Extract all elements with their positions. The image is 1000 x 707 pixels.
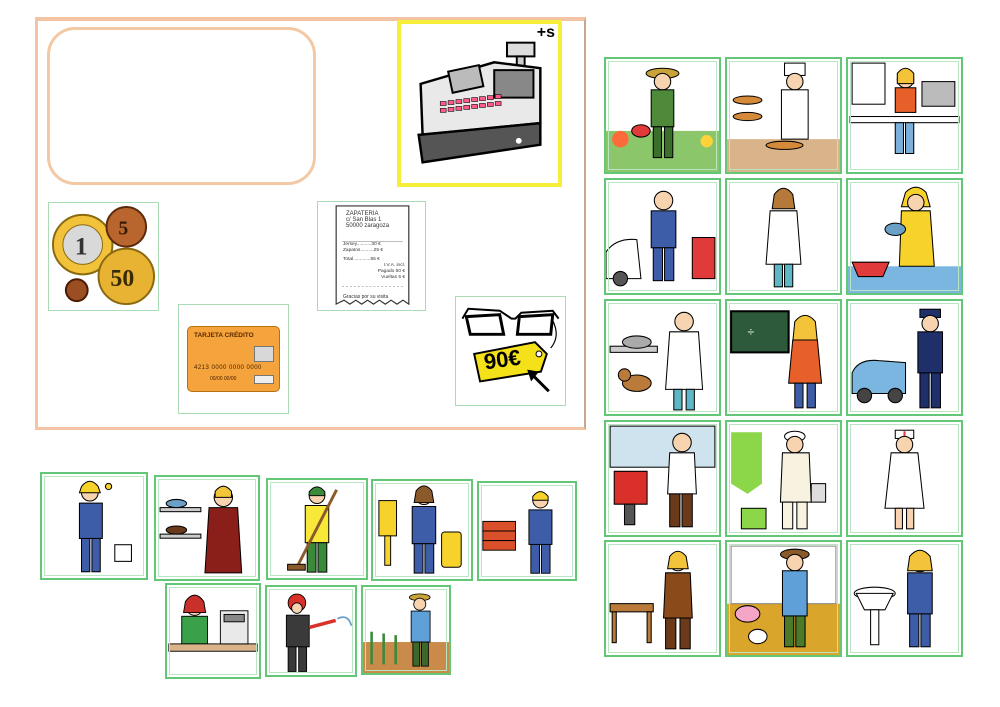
credit-card-label: TARJETA CRÉDITO [194, 332, 254, 339]
profession-card-bricklayer[interactable] [477, 481, 577, 581]
receipt-card[interactable]: ZAPATERIA c/ San Blas 1 50000 zaragoza J… [317, 201, 426, 311]
police-officer-icon [851, 308, 944, 409]
price-tag-card[interactable]: 90€ [455, 296, 566, 406]
cashier-icon [168, 594, 258, 652]
profession-card-doctor[interactable] [725, 178, 842, 295]
profession-card-mechanic[interactable] [604, 178, 721, 295]
plumber-icon [853, 549, 933, 648]
profession-card-farmer[interactable] [725, 540, 842, 657]
firefighter-icon [285, 593, 353, 672]
gardener-icon [606, 67, 719, 172]
profession-card-plumber[interactable] [846, 540, 963, 657]
receipt-change: Vueltas 5 € [381, 275, 405, 280]
receipt-total: Total.............55 € [343, 257, 380, 262]
svg-text:50: 50 [110, 266, 134, 292]
cash-register-card[interactable]: +s [397, 20, 562, 187]
electrician-icon [78, 480, 132, 573]
receipt-thanks: Gracias por su visita [343, 294, 389, 300]
profession-card-hairdresser[interactable] [604, 420, 721, 537]
plus-s-badge: +s [536, 24, 555, 41]
profession-card-teacher[interactable]: ÷ [725, 299, 842, 416]
shoe-seller-icon [159, 485, 243, 574]
carpenter-icon [609, 550, 693, 650]
card-photo [254, 346, 274, 362]
receipt-shop: ZAPATERIA [346, 211, 379, 217]
profession-card-shoe-seller[interactable] [154, 475, 260, 581]
bricklayer-icon [482, 491, 553, 574]
journalist-icon [849, 62, 960, 155]
postal-worker-icon [378, 485, 462, 574]
receipt-iva: I.V.A. incl. [383, 263, 405, 268]
baker-icon [727, 62, 840, 172]
profession-card-postal-worker[interactable] [371, 479, 473, 581]
svg-text:5: 5 [118, 218, 128, 240]
receipt-line-1: Jersey...........30 € [343, 242, 381, 247]
drop-zone[interactable] [47, 27, 316, 185]
glasses-icon [461, 307, 560, 393]
profession-card-painter[interactable] [725, 420, 842, 537]
profession-card-cashier[interactable] [165, 583, 261, 679]
teacher-icon: ÷ [730, 310, 823, 409]
hairdresser-icon [609, 425, 716, 528]
profession-card-journalist[interactable] [846, 57, 963, 174]
receipt-address: c/ San Blas 1 [346, 217, 382, 223]
profession-card-nurse[interactable] [846, 420, 963, 537]
receipt-paid: Pagado 60 € [377, 269, 405, 274]
svg-text:÷: ÷ [748, 325, 755, 339]
profession-card-police[interactable] [846, 299, 963, 416]
credit-card-icon: TARJETA CRÉDITO 4213 0000 0000 0000 00/0… [187, 326, 280, 392]
farmer-icon [727, 545, 840, 655]
credit-card-dates: 00/00 00/00 [210, 376, 237, 382]
profession-card-electrician[interactable] [40, 472, 148, 580]
field-farmer-icon [363, 593, 449, 673]
receipt-icon [335, 205, 410, 306]
card-signature [254, 375, 274, 384]
profession-card-veterinarian[interactable] [604, 299, 721, 416]
profession-card-fisherman[interactable] [846, 178, 963, 295]
svg-text:1: 1 [75, 232, 88, 261]
doctor-icon [765, 187, 802, 288]
nurse-icon [884, 429, 925, 530]
price-tag: 90€ [482, 344, 523, 375]
profession-card-street-sweeper[interactable] [266, 478, 368, 580]
receipt-city: 50000 zaragoza [346, 223, 390, 229]
profession-card-gardener[interactable] [604, 57, 721, 174]
veterinarian-icon [609, 311, 704, 411]
painter-icon [731, 430, 827, 530]
street-sweeper-icon [287, 486, 338, 573]
coins-card[interactable]: 1 5 50 [48, 202, 159, 311]
credit-card-number: 4213 0000 0000 0000 [194, 365, 262, 371]
profession-card-firefighter[interactable] [265, 585, 357, 677]
mechanic-icon [606, 190, 716, 287]
profession-card-carpenter[interactable] [604, 540, 721, 657]
euro-coins-icon: 1 5 50 [51, 205, 156, 306]
cash-register-icon [417, 41, 542, 164]
fisherman-icon [848, 186, 961, 293]
profession-card-baker[interactable] [725, 57, 842, 174]
receipt-line-2: Zapatos..........25 € [343, 248, 383, 253]
profession-card-field-farmer[interactable] [361, 585, 451, 675]
credit-card-card[interactable]: TARJETA CRÉDITO 4213 0000 0000 0000 00/0… [178, 304, 289, 414]
